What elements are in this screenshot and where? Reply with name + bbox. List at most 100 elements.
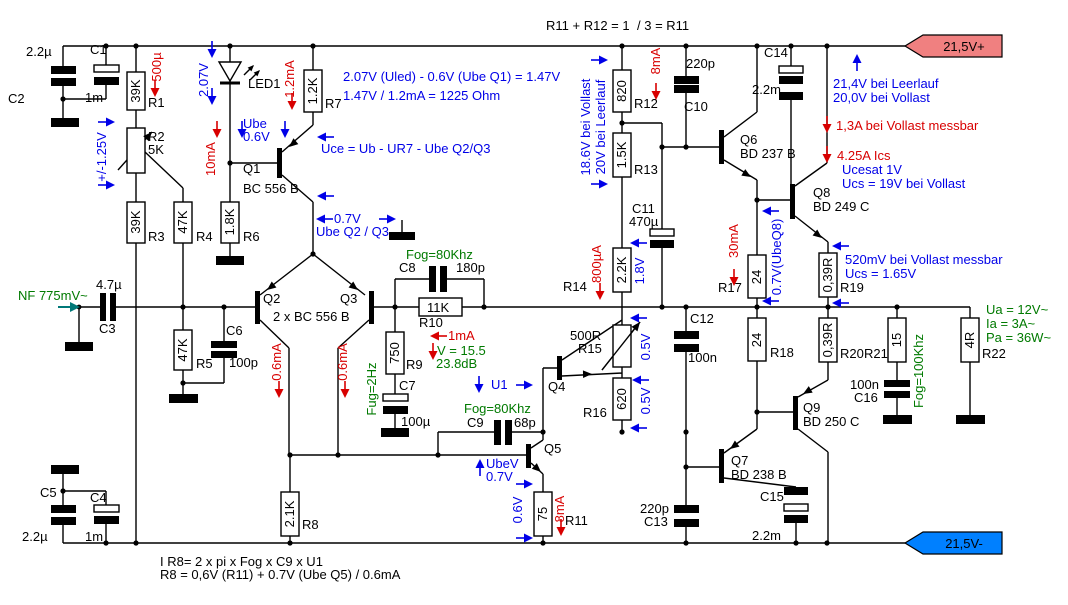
transistor-Q1-label: Q1 <box>243 161 260 176</box>
cap-C4 <box>93 504 120 524</box>
resistor-R10-value: 11K <box>427 300 449 315</box>
cap-C6-label: C6 <box>226 323 243 338</box>
input-signal-label: NF 775mV~ <box>18 288 88 303</box>
ann-r12-current: 8mA <box>648 47 663 74</box>
resistor-R10 <box>418 297 463 317</box>
ann-r11-current: 8mA <box>552 495 567 522</box>
cap-C4-value: 1m <box>85 529 103 544</box>
cap-C14-label: C14 <box>764 45 788 60</box>
transistor-Q9-part: BD 250 C <box>803 414 859 429</box>
ann-vas-ube-label: UbeV <box>486 456 519 471</box>
transistor-Q5-label: Q5 <box>544 441 561 456</box>
ann-ucs-vollast: Ucs = 19V bei Vollast <box>842 176 966 191</box>
resistor-R21 <box>887 317 907 363</box>
transistor-Q2-bar <box>255 291 260 324</box>
ann-r19-measure: 520mV bei Vollast messbar <box>845 252 1003 267</box>
cap-C11-value: 470µ <box>629 214 659 229</box>
ann-vas-ube-value: 0.7V <box>486 469 513 484</box>
cap-C1 <box>93 64 120 85</box>
vplus-label: 21,5V+ <box>943 39 985 54</box>
input-source <box>58 302 80 312</box>
resistor-R21-value: 15 <box>889 333 904 347</box>
transistor-Q4-label: Q4 <box>548 379 565 394</box>
resistor-R16 <box>612 377 632 421</box>
ann-q3-current: 0.6mA <box>335 343 350 381</box>
transistor-Q6-label: Q6 <box>740 132 757 147</box>
cap-C14 <box>778 65 804 100</box>
ann-r11-voltage: 0.6V <box>510 496 525 523</box>
cap-C11 <box>649 228 675 248</box>
transistor-Q4-bar <box>557 356 562 380</box>
resistor-R5-label: R5 <box>196 356 213 371</box>
resistor-R7 <box>303 69 323 113</box>
resistor-R13 <box>612 132 632 178</box>
transistor-Q7-part: BD 238 B <box>731 467 787 482</box>
transistor-Q7-label: Q7 <box>731 453 748 468</box>
formula-led2: 1.47V / 1.2mA = 1225 Ohm <box>343 88 500 103</box>
cap-C15-value: 2.2m <box>752 528 781 543</box>
formula-r8-1: I R8= 2 x pi x Fog x C9 x U1 <box>160 554 323 569</box>
resistor-R15-value: 500R <box>570 328 601 343</box>
ann-q1-ube-value: 0.6V <box>243 129 270 144</box>
resistor-R4-label: R4 <box>196 229 213 244</box>
ann-out-power: Pa = 36W~ <box>986 330 1051 345</box>
cap-C16-value: 100n <box>850 377 879 392</box>
resistor-R22-label: R22 <box>982 346 1006 361</box>
resistor-R8-label: R8 <box>302 517 319 532</box>
cap-C5-value: 2.2µ <box>22 529 48 544</box>
resistor-R3-label: R3 <box>148 229 165 244</box>
resistor-R15-label: R15 <box>578 341 602 356</box>
cap-C9 <box>494 420 512 445</box>
cap-C11-label: C11 <box>632 201 655 216</box>
resistor-R12-label: R12 <box>634 96 658 111</box>
ann-r17-current: 30mA <box>726 224 741 258</box>
transistor-Q3-label: Q3 <box>340 291 357 306</box>
labels: 2.2µ C1 C2 1m C5 C4 2.2µ 1m 39K R1 R2 5K… <box>8 18 1051 582</box>
ground-icon <box>956 415 985 424</box>
resistor-R6 <box>220 201 240 244</box>
resistor-R9 <box>385 331 405 375</box>
resistor-R21-label: R21 <box>864 346 888 361</box>
ground-icon <box>51 465 79 474</box>
cap-C9-value: 68p <box>514 415 536 430</box>
cap-C8 <box>429 266 447 292</box>
resistor-R2-pot <box>126 127 146 174</box>
resistor-R10-label: R10 <box>419 315 443 330</box>
cap-C7 <box>382 393 409 414</box>
ann-led-voltage: 2.07V <box>196 63 211 97</box>
transistor-Q1-bar <box>277 148 282 178</box>
cap-C12 <box>674 331 699 352</box>
ground-icon <box>169 394 198 403</box>
ann-led-current: 1.2mA <box>282 60 297 98</box>
transistor-Q3-part: 2 x BC 556 B <box>273 309 350 324</box>
cap-C13-label: C13 <box>644 514 668 529</box>
resistor-R20-label: R20 <box>840 346 864 361</box>
formula-uce: Uce = Ub - UR7 - Ube Q2/Q3 <box>321 141 490 156</box>
resistor-R22 <box>960 317 980 363</box>
cap-C5 <box>51 505 76 525</box>
cap-C3 <box>100 293 116 321</box>
resistor-R2-value: 5K <box>148 142 164 157</box>
ann-r10-current: 1mA <box>448 328 475 343</box>
ann-gain-v: V = 15.5 <box>437 343 486 358</box>
cap-C5-label: C5 <box>40 485 57 500</box>
resistor-R17-label: R17 <box>718 280 742 295</box>
ann-diff-ube-value: 0.7V <box>334 211 361 226</box>
resistor-R11 <box>533 491 553 537</box>
power-flag-negative: 21,5V- <box>903 531 1003 555</box>
resistor-R3 <box>126 201 146 244</box>
resistor-bodies <box>126 69 980 537</box>
ann-fc-c8: Fog=80Khz <box>406 247 473 262</box>
cap-C6-value: 100p <box>229 355 258 370</box>
ann-fc-c16: Fog=100Khz <box>911 334 926 408</box>
resistor-R19-label: R19 <box>840 280 864 295</box>
resistor-R9-label: R9 <box>406 357 423 372</box>
cap-C7-label: C7 <box>399 378 416 393</box>
transistor-Q8-bar <box>790 184 795 219</box>
cap-C3-value: 4.7µ <box>96 277 122 292</box>
cap-C2-value: 2.2µ <box>26 44 52 59</box>
ann-fc-c9: Fog=80Khz <box>464 401 531 416</box>
vminus-label: 21,5V- <box>945 536 983 551</box>
ann-rail-leerlauf: 21,4V bei Leerlauf <box>833 76 939 91</box>
resistor-R14-label: R14 <box>563 279 587 294</box>
